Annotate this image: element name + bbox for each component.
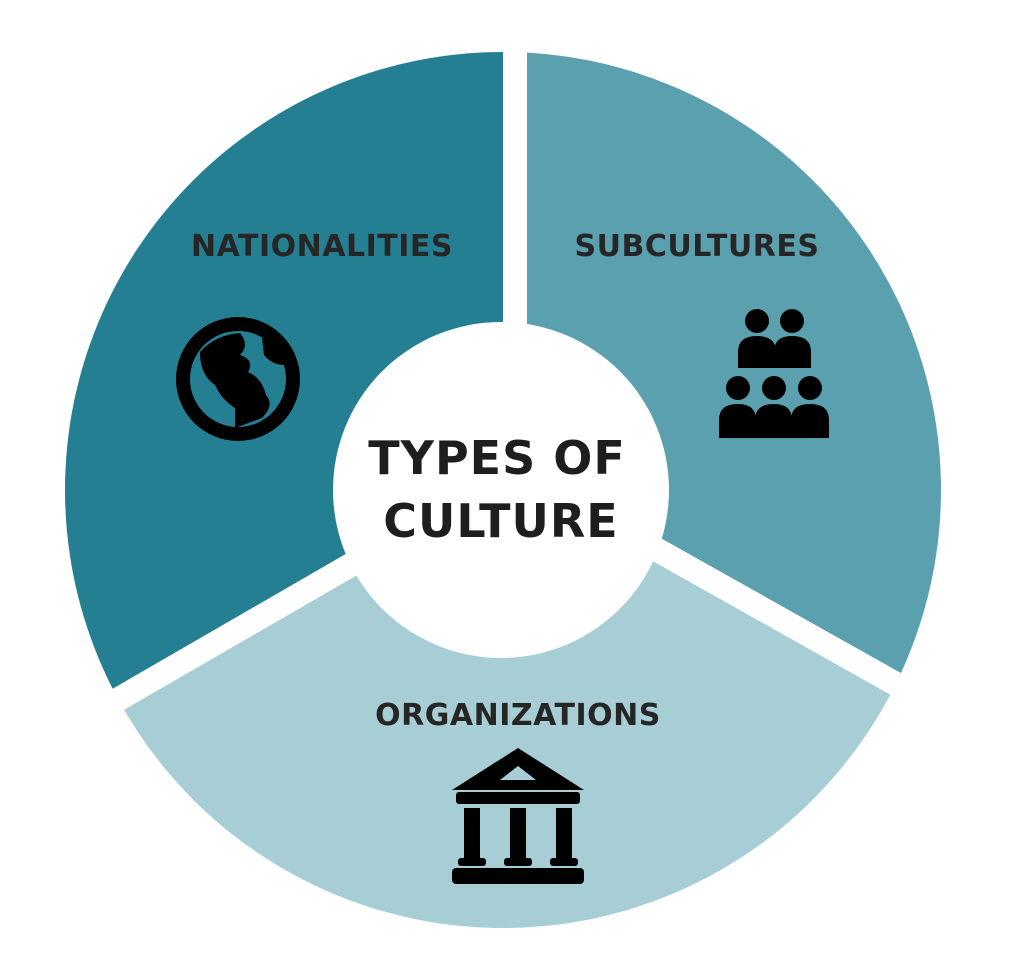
label-organizations: ORGANIZATIONS — [375, 698, 661, 733]
people-group-icon — [719, 309, 829, 438]
label-nationalities: NATIONALITIES — [191, 229, 453, 264]
institution-building-icon — [452, 748, 584, 884]
globe-icon — [176, 317, 300, 441]
center-title-line1: TYPES OF — [368, 431, 626, 485]
label-subcultures: SUBCULTURES — [575, 229, 820, 264]
center-circle — [333, 322, 669, 658]
center-title-line2: CULTURE — [383, 494, 618, 548]
